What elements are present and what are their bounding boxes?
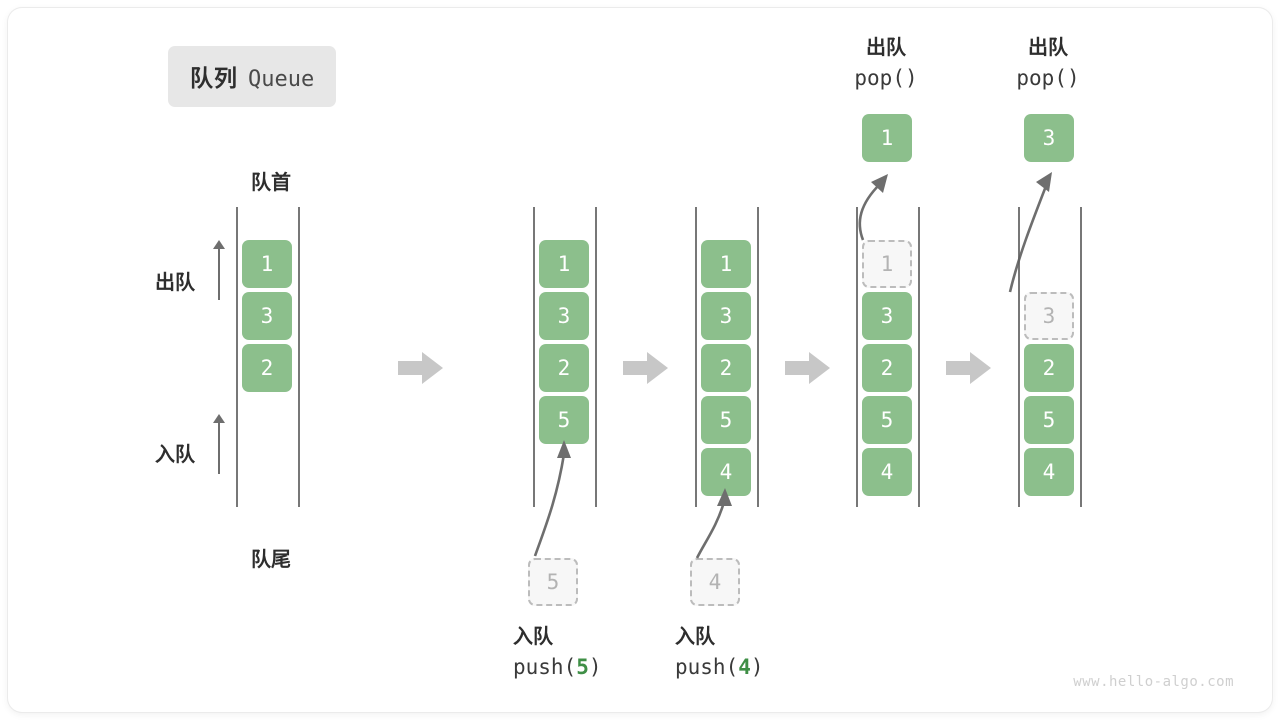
queue-cell: 3 <box>242 292 292 340</box>
step-arrow-1 <box>398 352 443 384</box>
pop-label-line1: 出队 <box>866 37 906 59</box>
front-label: 队首 <box>251 172 291 194</box>
enqueue-label: 入队 <box>155 444 195 466</box>
watermark: www.hello-algo.com <box>1073 674 1234 690</box>
pop-label-line2: pop() <box>854 66 918 90</box>
queue-cell: 1 <box>539 240 589 288</box>
push-arrow-icon <box>695 488 732 559</box>
rail-left <box>533 207 535 507</box>
step-arrow-2 <box>623 352 668 384</box>
queue-cell: 1 <box>242 240 292 288</box>
queue-cell: 5 <box>539 396 589 444</box>
diagram-title-badge: 队列 Queue <box>168 46 337 107</box>
queue-cell: 3 <box>701 292 751 340</box>
queue-cell: 3 <box>539 292 589 340</box>
step-arrow-3 <box>785 352 830 384</box>
push-caption: 入队 push(5) <box>513 623 602 682</box>
pop-label: 出队 pop() <box>988 34 1108 93</box>
rail-right <box>595 207 597 507</box>
push-caption: 入队 push(4) <box>675 623 764 682</box>
push-arrow-icon <box>533 440 571 557</box>
step-arrow-4 <box>946 352 991 384</box>
rail-left <box>1018 207 1020 507</box>
queue-cell: 4 <box>1024 448 1074 496</box>
rail-left <box>695 207 697 507</box>
queue-cell: 2 <box>701 344 751 392</box>
rail-left <box>856 207 858 507</box>
diagram-stage: 队列 Queue 队首 1 3 2 队尾 出队 入队 1 3 2 5 5 <box>8 8 1272 712</box>
rail-right <box>918 207 920 507</box>
queue-column-initial: 队首 1 3 2 队尾 出队 入队 <box>155 8 348 712</box>
queue-cell: 3 <box>862 292 912 340</box>
pop-label-line1: 出队 <box>1028 37 1068 59</box>
dequeue-label: 出队 <box>155 272 195 294</box>
queue-cell: 2 <box>539 344 589 392</box>
push-caption-line1: 入队 <box>513 626 553 648</box>
queue-cell: 5 <box>862 396 912 444</box>
ghost-cell: 5 <box>528 558 578 606</box>
title-en: Queue <box>248 67 315 92</box>
ghost-cell: 1 <box>862 240 912 288</box>
queue-column-push-4: 1 3 2 5 4 4 入队 push(4) <box>647 8 807 712</box>
dequeue-arrow-icon <box>208 240 230 300</box>
queue-column-push-5: 1 3 2 5 5 入队 push(5) <box>485 8 645 712</box>
rail-right <box>298 207 300 507</box>
queue-cell: 1 <box>701 240 751 288</box>
title-cn: 队列 <box>190 65 238 91</box>
push-caption-line2: push(4) <box>675 655 764 679</box>
queue-cell: 5 <box>1024 396 1074 444</box>
rear-label: 队尾 <box>251 549 291 571</box>
rail-right <box>1080 207 1082 507</box>
queue-cell: 4 <box>701 448 751 496</box>
pop-label-line2: pop() <box>1016 66 1080 90</box>
pop-label: 出队 pop() <box>826 34 946 93</box>
queue-column-pop-1: 出队 pop() 1 1 3 2 5 4 <box>808 8 968 712</box>
queue-cell: 2 <box>862 344 912 392</box>
popped-cell: 1 <box>862 114 912 162</box>
ghost-cell: 3 <box>1024 292 1074 340</box>
pop-arrow-icon <box>1008 172 1052 293</box>
queue-cell: 5 <box>701 396 751 444</box>
enqueue-arrow-icon <box>208 414 230 474</box>
queue-cell: 2 <box>1024 344 1074 392</box>
queue-column-pop-3: 出队 pop() 3 3 2 5 4 <box>970 8 1130 712</box>
ghost-cell: 4 <box>690 558 740 606</box>
queue-cell: 2 <box>242 344 292 392</box>
rail-right <box>757 207 759 507</box>
push-caption-line1: 入队 <box>675 626 715 648</box>
rail-left <box>236 207 238 507</box>
push-caption-line2: push(5) <box>513 655 602 679</box>
diagram-card: 队列 Queue 队首 1 3 2 队尾 出队 入队 1 3 2 5 5 <box>8 8 1272 712</box>
queue-cell: 4 <box>862 448 912 496</box>
popped-cell: 3 <box>1024 114 1074 162</box>
pop-arrow-icon <box>858 174 888 241</box>
